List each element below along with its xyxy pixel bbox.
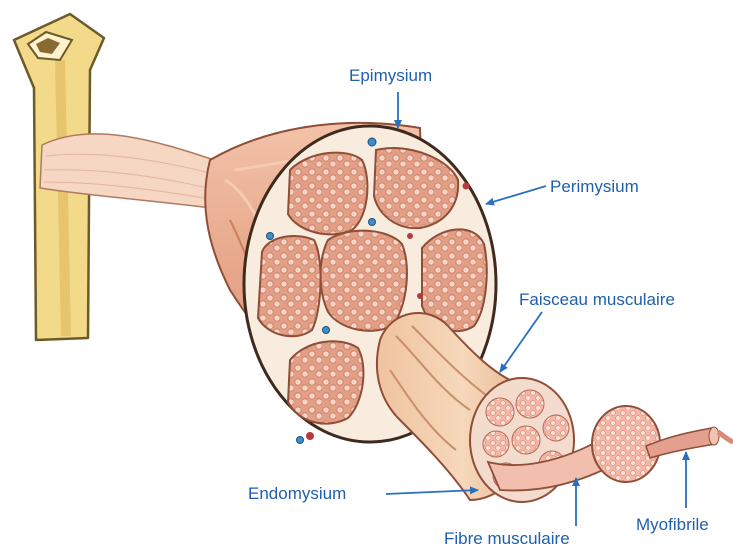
label-myofibrile: Myofibrile xyxy=(636,515,709,535)
fascicle xyxy=(321,231,407,331)
label-fibre: Fibre musculaire xyxy=(444,529,570,549)
fascicle xyxy=(288,341,363,423)
label-perimysium: Perimysium xyxy=(550,177,639,197)
fascicle xyxy=(288,153,367,235)
arrow-perimysium xyxy=(486,186,546,204)
label-endomysium: Endomysium xyxy=(248,484,346,504)
fascicle xyxy=(258,236,321,336)
arrow-faisceau xyxy=(500,312,542,372)
label-epimysium: Epimysium xyxy=(349,66,432,86)
label-faisceau: Faisceau musculaire xyxy=(519,290,675,310)
